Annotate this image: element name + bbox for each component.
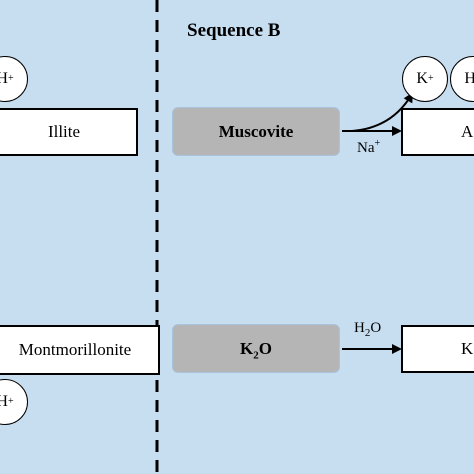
h-ion-right-symbol: H xyxy=(464,70,474,87)
h-ion-top-symbol: H xyxy=(0,70,8,87)
right-bottom-box-label: K xyxy=(461,339,474,358)
h2o-o: O xyxy=(370,320,382,336)
k2o-subscript: 2 xyxy=(253,348,259,361)
montmorillonite-box: Montmorillonite xyxy=(0,325,160,375)
na-charge: + xyxy=(374,138,381,149)
illite-label: Illite xyxy=(47,122,81,141)
right-bottom-box: K xyxy=(401,325,474,373)
right-top-box-label: A xyxy=(461,122,474,141)
k-ion-circle: K+ xyxy=(402,56,448,102)
montmorillonite-label: Montmorillonite xyxy=(18,340,132,359)
muscovite-label: Muscovite xyxy=(218,121,294,141)
k2o-box: K2O xyxy=(172,324,340,373)
h-ion-bottom-symbol: H xyxy=(0,393,8,410)
na-symbol: Na xyxy=(357,140,375,156)
k-ion-release-curved-arrow xyxy=(351,92,414,132)
k2o-k: K xyxy=(240,338,254,358)
h2o-subscript: 2 xyxy=(364,327,371,339)
illite-box: Illite xyxy=(0,108,138,156)
h2o-label: H2O xyxy=(354,320,382,339)
k2o-o: O xyxy=(258,338,272,358)
k2o-label: K2O xyxy=(240,338,272,361)
na-ion-label: Na+ xyxy=(357,138,381,157)
muscovite-box: Muscovite xyxy=(172,107,340,156)
right-top-box: A xyxy=(401,108,474,156)
k-ion-symbol: K xyxy=(416,70,428,87)
h2o-h: H xyxy=(354,320,365,336)
sequence-title: Sequence B xyxy=(187,20,281,41)
